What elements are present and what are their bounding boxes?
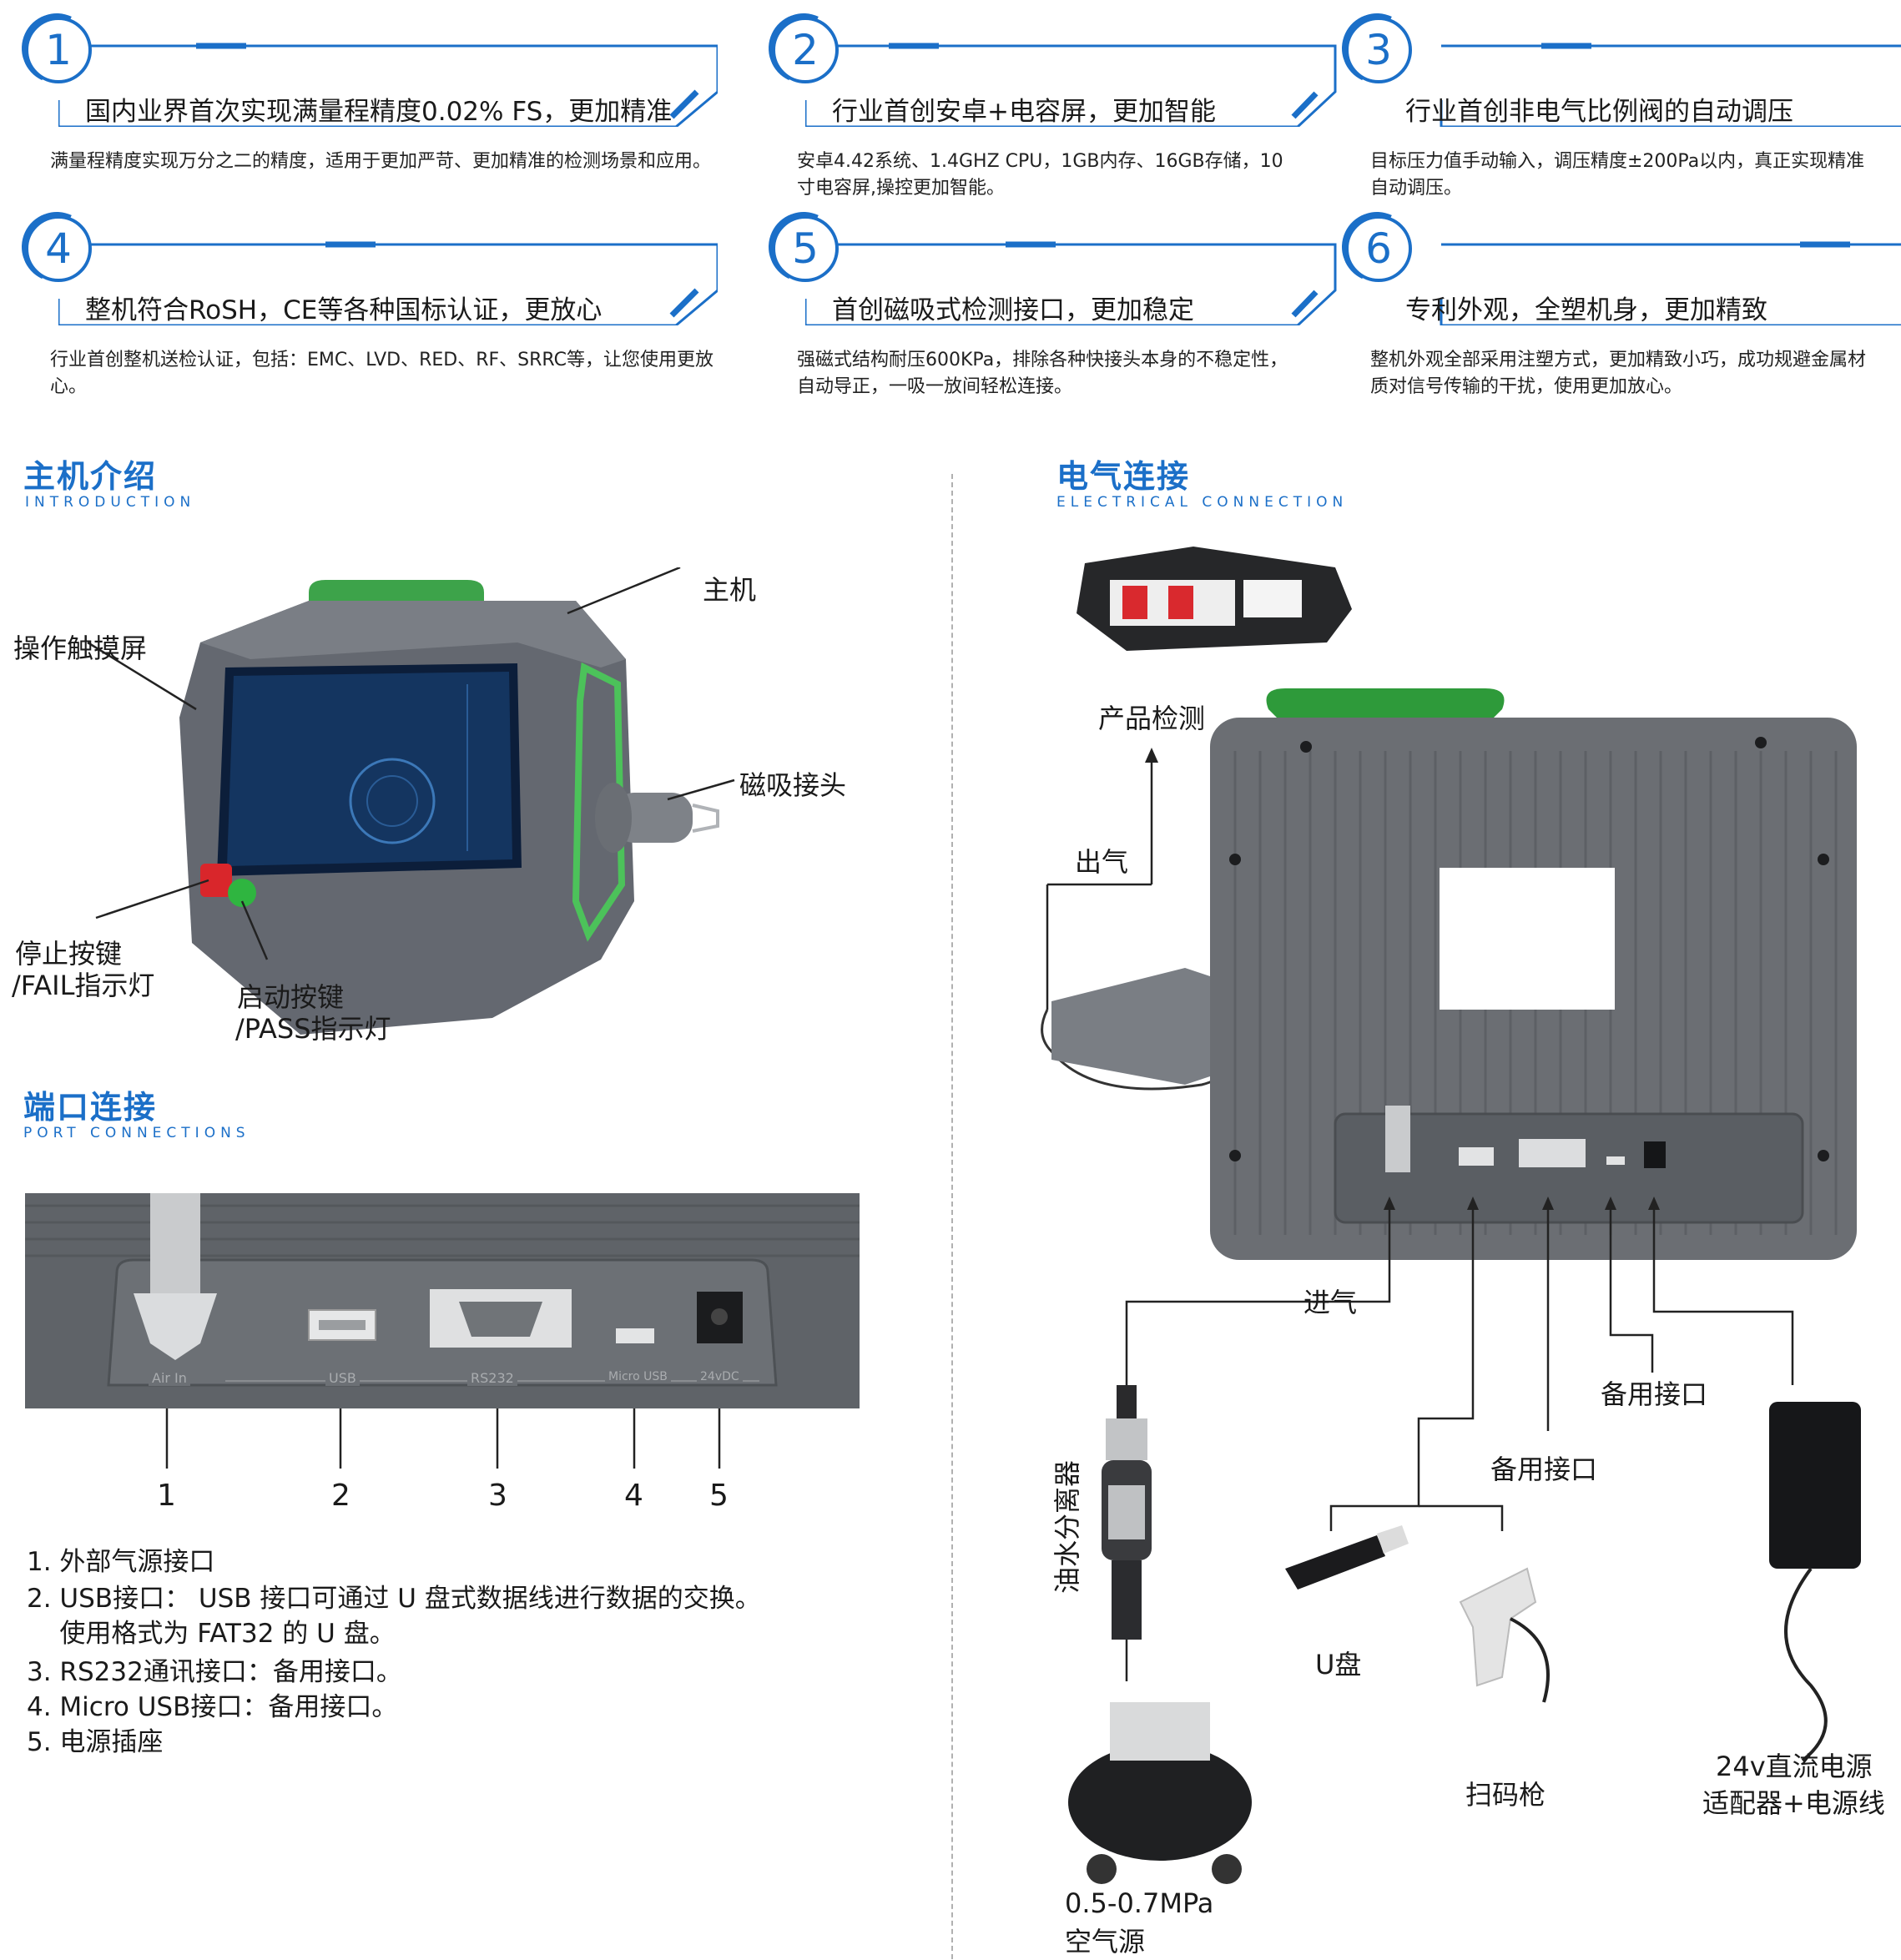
feature-number: 1 — [25, 17, 92, 83]
section-divider — [951, 474, 953, 1959]
port-item-2: 2. USB接口： USB 接口可通过 U 盘式数据线进行数据的交换。 — [27, 1584, 761, 1614]
feature-card-1: 1 国内业界首次实现满量程精度0.02% FS，更加精准 满量程精度实现万分之二… — [12, 3, 726, 200]
panel-label-dc: 24vDC — [697, 1370, 743, 1383]
label-product-test: 产品检测 — [1098, 703, 1206, 734]
port-item-4: 4. Micro USB接口：备用接口。 — [27, 1692, 398, 1722]
feature-frame — [1440, 241, 1901, 325]
label-air-in: 进气 — [1303, 1287, 1358, 1318]
feature-title: 首创磁吸式检测接口，更加稳定 — [832, 295, 1194, 325]
feature-frame — [1440, 43, 1901, 127]
label-air-pressure: 0.5-0.7MPa — [1065, 1887, 1214, 1919]
port-number-3: 3 — [488, 1479, 507, 1513]
feature-card-2: 2 行业首创安卓+电容屏，更加智能 安卓4.42系统、1.4GHZ CPU，1G… — [759, 3, 1473, 200]
label-fail-indicator: /FAIL指示灯 — [12, 970, 155, 1001]
electrical-diagram — [1041, 547, 1861, 1884]
udisk-shape — [1285, 1525, 1409, 1590]
label-spare-port-2: 备用接口 — [1490, 1454, 1598, 1485]
intro-subtitle: INTRODUCTION — [25, 494, 196, 511]
feature-title: 整机符合RoSH，CE等各种国标认证，更放心 — [85, 295, 603, 325]
port-number-4: 4 — [624, 1479, 643, 1513]
label-pass-indicator: /PASS指示灯 — [235, 1013, 391, 1045]
feature-description: 整机外观全部采用注塑方式，更加精致小巧，成功规避金属材质对信号传输的干扰，使用更… — [1370, 350, 1867, 397]
host-device-illustration — [87, 567, 735, 1035]
ports-title: 端口连接 — [23, 1089, 158, 1126]
panel-label-rs232: RS232 — [467, 1370, 517, 1386]
separator-shape — [1102, 1385, 1152, 1640]
label-power-adapter: 24v直流电源 — [1716, 1751, 1873, 1782]
feature-card-6: 6 专利外观，全塑机身，更加精致 整机外观全部采用注塑方式，更加精致小巧，成功规… — [1332, 202, 1901, 399]
feature-title: 国内业界首次实现满量程精度0.02% FS，更加精准 — [85, 97, 673, 127]
feature-frame — [58, 241, 718, 325]
feature-frame — [805, 241, 1337, 325]
label-udisk: U盘 — [1315, 1649, 1362, 1680]
feature-number: 5 — [772, 215, 839, 282]
label-separator: 油水分离器 — [1051, 1459, 1083, 1594]
label-start-button: 启动按键 — [237, 981, 345, 1013]
ports-subtitle: PORT CONNECTIONS — [23, 1125, 250, 1141]
feature-number: 3 — [1345, 17, 1412, 83]
port-number-5: 5 — [709, 1479, 729, 1513]
port-item-5: 5. 电源插座 — [27, 1727, 164, 1757]
port-item-1: 1. 外部气源接口 — [27, 1547, 215, 1577]
label-air-out: 出气 — [1075, 846, 1129, 878]
intro-title: 主机介绍 — [23, 458, 158, 495]
feature-title: 行业首创安卓+电容屏，更加智能 — [832, 97, 1216, 127]
product-battery-pack — [1077, 547, 1352, 651]
label-magnetic-connector: 磁吸接头 — [739, 769, 847, 801]
label-air-source: 空气源 — [1065, 1926, 1146, 1957]
feature-frame — [58, 43, 718, 127]
feature-description: 安卓4.42系统、1.4GHZ CPU，1GB内存、16GB存储，10寸电容屏,… — [797, 151, 1283, 199]
label-scanner: 扫码枪 — [1465, 1779, 1546, 1811]
label-power-cable: 适配器+电源线 — [1702, 1787, 1885, 1819]
panel-label-usb: USB — [325, 1370, 360, 1386]
label-touchscreen: 操作触摸屏 — [13, 632, 148, 664]
feature-frame — [805, 43, 1337, 127]
feature-description: 行业首创整机送检认证，包括：EMC、LVD、RED、RF、SRRC等，让您使用更… — [50, 350, 714, 397]
feature-number: 2 — [772, 17, 839, 83]
feature-description: 强磁式结构耐压600KPa，排除各种快接头本身的不稳定性，自动导正，一吸一放间轻… — [797, 350, 1288, 397]
port-leader-lines — [165, 1408, 721, 1469]
feature-number: 4 — [25, 215, 92, 282]
compressor-shape — [1068, 1702, 1252, 1884]
electrical-subtitle: ELECTRICAL CONNECTION — [1056, 494, 1349, 511]
feature-description: 目标压力值手动输入，调压精度±200Pa以内，真正实现精准自动调压。 — [1370, 151, 1865, 199]
electrical-title: 电气连接 — [1056, 458, 1191, 495]
feature-title: 行业首创非电气比例阀的自动调压 — [1405, 97, 1793, 127]
label-host: 主机 — [703, 574, 757, 606]
feature-title: 专利外观，全塑机身，更加精致 — [1405, 295, 1767, 325]
feature-card-5: 5 首创磁吸式检测接口，更加稳定 强磁式结构耐压600KPa，排除各种快接头本身… — [759, 202, 1473, 399]
port-item-3: 3. RS232通讯接口：备用接口。 — [27, 1657, 402, 1687]
feature-card-4: 4 整机符合RoSH，CE等各种国标认证，更放心 行业首创整机送检认证，包括：E… — [12, 202, 726, 399]
power-adapter-shape — [1769, 1402, 1861, 1762]
label-spare-port-1: 备用接口 — [1601, 1378, 1708, 1410]
feature-card-3: 3 行业首创非电气比例阀的自动调压 目标压力值手动输入，调压精度±200Pa以内… — [1332, 3, 1901, 200]
port-panel: Air In USB RS232 Micro USB 24vDC — [25, 1193, 860, 1408]
panel-label-micro-usb: Micro USB — [605, 1370, 671, 1383]
port-number-2: 2 — [331, 1479, 350, 1513]
scanner-shape — [1459, 1567, 1550, 1703]
feature-description: 满量程精度实现万分之二的精度，适用于更加严苛、更加精准的检测场景和应用。 — [50, 151, 712, 172]
port-number-1: 1 — [157, 1479, 176, 1513]
port-item-2-cont: 使用格式为 FAT32 的 U 盘。 — [27, 1619, 396, 1649]
feature-number: 6 — [1345, 215, 1412, 282]
port-panel-artwork — [25, 1193, 860, 1387]
label-stop-button: 停止按键 — [15, 938, 123, 970]
panel-label-air: Air In — [149, 1370, 190, 1386]
